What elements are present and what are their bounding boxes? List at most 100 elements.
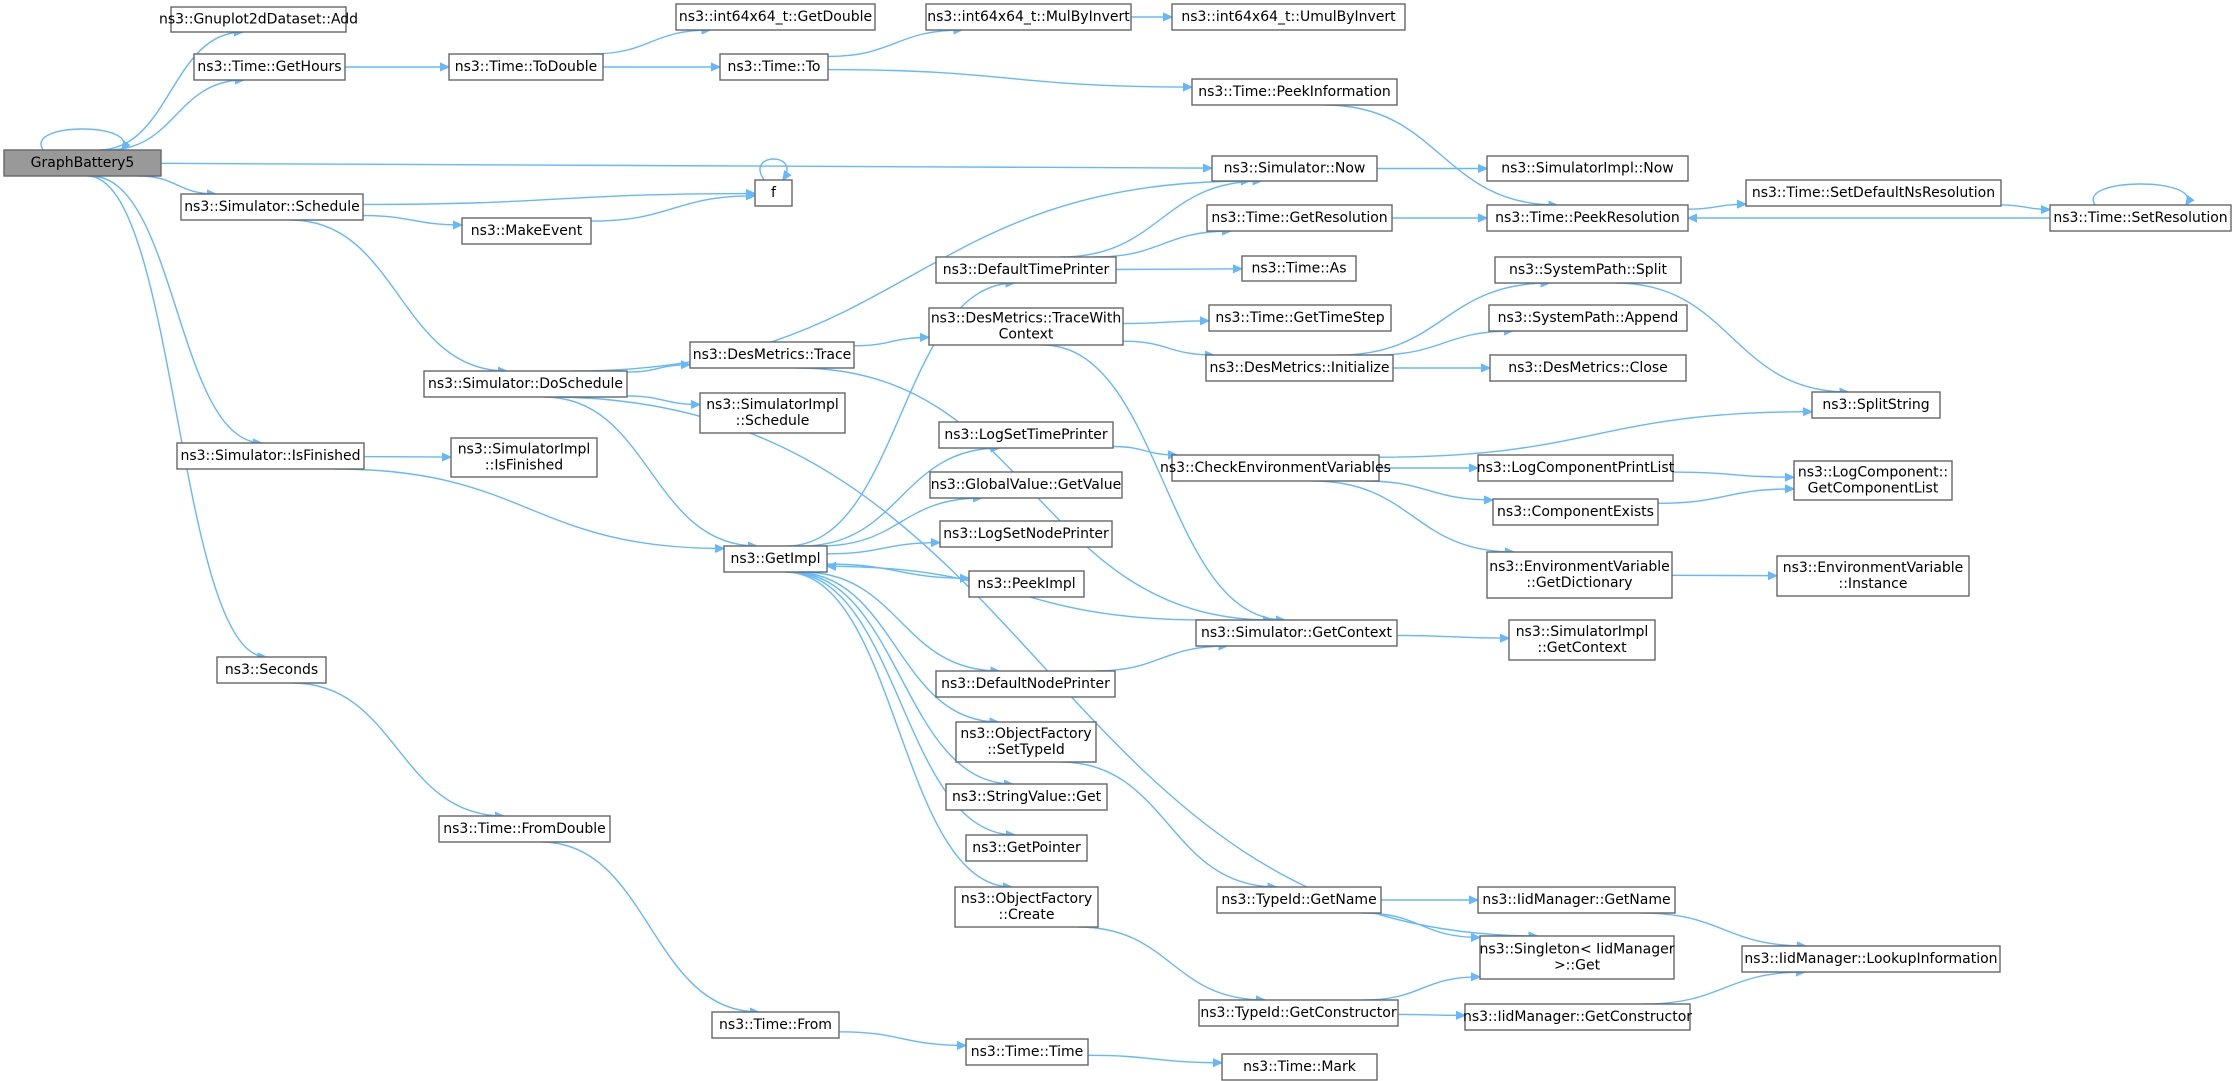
node-label: ns3::Simulator::DoSchedule	[428, 376, 623, 392]
node-type-get-name[interactable]: ns3::TypeId::GetName	[1216, 886, 1382, 914]
node-str-get[interactable]: ns3::StringValue::Get	[945, 783, 1108, 811]
node-box	[1464, 1003, 1691, 1031]
node-peek-info[interactable]: ns3::Time::PeekInformation	[1191, 78, 1398, 106]
node-iid-get-name[interactable]: ns3::IidManager::GetName	[1477, 886, 1676, 914]
node-set-def-ns[interactable]: ns3::Time::SetDefaultNsResolution	[1745, 179, 2002, 207]
node-get-time-step[interactable]: ns3::Time::GetTimeStep	[1208, 304, 1392, 332]
node-impl-get-ctx[interactable]: ns3::SimulatorImpl::GetContext	[1508, 619, 1656, 661]
node-from-double[interactable]: ns3::Time::FromDouble	[438, 815, 611, 843]
node-label: ns3::Time::As	[1251, 261, 1346, 277]
node-box	[176, 442, 365, 470]
node-des-close[interactable]: ns3::DesMetrics::Close	[1489, 354, 1687, 382]
node-split-string[interactable]: ns3::SplitString	[1811, 391, 1941, 419]
node-label: ns3::Time::PeekInformation	[1198, 84, 1391, 100]
node-label: ns3::CheckEnvironmentVariables	[1160, 460, 1391, 476]
node-to-double[interactable]: ns3::Time::ToDouble	[448, 53, 604, 81]
edge-line	[1060, 181, 1261, 258]
node-def-time-printer[interactable]: ns3::DefaultTimePrinter	[935, 256, 1117, 284]
edge-line	[1687, 204, 1746, 210]
node-split[interactable]: ns3::SystemPath::Split	[1494, 256, 1682, 284]
node-box	[1741, 945, 2001, 973]
node-label: ns3::Time::SetDefaultNsResolution	[1752, 185, 1995, 201]
node-sim-get-ctx[interactable]: ns3::Simulator::GetContext	[1195, 619, 1398, 647]
node-label: ns3::TypeId::GetConstructor	[1200, 1005, 1396, 1021]
node-log-comp-print[interactable]: ns3::LogComponentPrintList	[1477, 454, 1675, 482]
node-comp-exists[interactable]: ns3::ComponentExists	[1492, 498, 1659, 526]
node-time-from[interactable]: ns3::Time::From	[711, 1011, 840, 1039]
node-time-time[interactable]: ns3::Time::Time	[965, 1038, 1089, 1066]
node-lookup-info[interactable]: ns3::IidManager::LookupInformation	[1741, 945, 2001, 973]
node-time-mark[interactable]: ns3::Time::Mark	[1221, 1053, 1378, 1081]
node-label: >::Get	[1554, 958, 1601, 974]
node-global-get[interactable]: ns3::GlobalValue::GetValue	[929, 471, 1123, 499]
node-box	[3, 149, 162, 177]
node-make-event[interactable]: ns3::MakeEvent	[461, 217, 592, 245]
node-set-res[interactable]: ns3::Time::SetResolution	[2049, 204, 2232, 232]
node-impl-is-finished[interactable]: ns3::SimulatorImpl::IsFinished	[450, 437, 598, 478]
node-seconds[interactable]: ns3::Seconds	[216, 656, 327, 684]
node-log-set-time[interactable]: ns3::LogSetTimePrinter	[938, 421, 1114, 449]
node-label: ns3::EnvironmentVariable	[1489, 559, 1670, 575]
node-get-res[interactable]: ns3::Time::GetResolution	[1206, 204, 1393, 232]
edge-get-impl-to-global-get	[819, 498, 982, 547]
node-schedule[interactable]: ns3::Simulator::Schedule	[180, 193, 364, 221]
node-f[interactable]: f	[754, 179, 793, 207]
node-is-finished[interactable]: ns3::Simulator::IsFinished	[176, 442, 365, 470]
node-time-to[interactable]: ns3::Time::To	[719, 53, 829, 81]
node-label: Context	[999, 327, 1054, 343]
edge-make-event-to-f	[590, 196, 755, 222]
edge-line	[1060, 761, 1277, 887]
node-label: ns3::DesMetrics::Initialize	[1209, 360, 1389, 376]
node-box	[1486, 551, 1673, 599]
node-get-ctor[interactable]: ns3::TypeId::GetConstructor	[1198, 999, 1399, 1027]
node-des-init[interactable]: ns3::DesMetrics::Initialize	[1205, 354, 1394, 382]
node-peek-res[interactable]: ns3::Time::PeekResolution	[1486, 204, 1689, 232]
node-label: ::Create	[999, 907, 1055, 923]
node-box	[1492, 498, 1659, 526]
node-of-set-type-id[interactable]: ns3::ObjectFactory::SetTypeId	[955, 721, 1097, 763]
node-label: ns3::GetPointer	[972, 840, 1081, 856]
node-label: ns3::int64x64_t::UmulByInvert	[1181, 9, 1396, 25]
edge-line	[290, 219, 507, 371]
node-get-impl[interactable]: ns3::GetImpl	[723, 545, 828, 573]
edge-type-get-name-to-singleton-get	[1361, 912, 1480, 937]
edge-line	[1337, 283, 1550, 356]
node-singleton-get[interactable]: ns3::Singleton< IidManager>::Get	[1479, 935, 1675, 980]
node-box	[723, 545, 828, 573]
node-root[interactable]: GraphBattery5	[3, 149, 162, 177]
node-gnu-add[interactable]: ns3::Gnuplot2dDataset::Add	[159, 6, 358, 33]
node-des-trace[interactable]: ns3::DesMetrics::Trace	[689, 341, 855, 369]
edge-get-impl-to-def-node-printer	[801, 571, 1000, 671]
node-of-create[interactable]: ns3::ObjectFactory::Create	[954, 886, 1099, 928]
node-umul-by-invert[interactable]: ns3::int64x64_t::UmulByInvert	[1171, 3, 1406, 31]
node-sim-now[interactable]: ns3::Simulator::Now	[1211, 155, 1378, 182]
node-mul-by-invert[interactable]: ns3::int64x64_t::MulByInvert	[925, 3, 1132, 31]
node-box	[461, 217, 592, 245]
edge-line	[1378, 412, 1812, 458]
node-peek-impl[interactable]: ns3::PeekImpl	[968, 570, 1085, 598]
edge-root-to-gnu-add	[98, 32, 243, 151]
node-log-set-node[interactable]: ns3::LogSetNodePrinter	[939, 520, 1113, 548]
node-label: ns3::Simulator::Now	[1224, 161, 1366, 177]
node-do-schedule[interactable]: ns3::Simulator::DoSchedule	[423, 370, 628, 398]
node-get-pointer[interactable]: ns3::GetPointer	[965, 834, 1088, 862]
node-env-get-dict[interactable]: ns3::EnvironmentVariable::GetDictionary	[1486, 551, 1673, 599]
node-append[interactable]: ns3::SystemPath::Append	[1488, 304, 1688, 332]
node-sim-impl-now[interactable]: ns3::SimulatorImpl::Now	[1486, 155, 1689, 182]
node-iid-get-ctor[interactable]: ns3::IidManager::GetConstructor	[1463, 1003, 1692, 1031]
node-env-instance[interactable]: ns3::EnvironmentVariable::Instance	[1776, 555, 1970, 597]
edge-line	[541, 841, 759, 1012]
node-label: ns3::ObjectFactory	[960, 726, 1091, 742]
node-def-node-printer[interactable]: ns3::DefaultNodePrinter	[935, 670, 1116, 698]
node-label: ns3::DesMetrics::TraceWith	[931, 311, 1121, 327]
edge-iid-get-ctor-to-lookup-info	[1643, 972, 1805, 1005]
node-get-double[interactable]: ns3::int64x64_t::GetDouble	[675, 3, 876, 31]
node-box	[711, 1011, 840, 1039]
node-layer: GraphBattery5ns3::Gnuplot2dDataset::Addn…	[3, 3, 2232, 1081]
node-sim-impl-schedule[interactable]: ns3::SimulatorImpl::Schedule	[699, 392, 846, 434]
node-check-env[interactable]: ns3::CheckEnvironmentVariables	[1160, 454, 1391, 482]
node-get-comp-list[interactable]: ns3::LogComponent::GetComponentList	[1793, 460, 1953, 501]
node-get-hours[interactable]: ns3::Time::GetHours	[193, 53, 346, 81]
node-time-as[interactable]: ns3::Time::As	[1241, 255, 1357, 282]
